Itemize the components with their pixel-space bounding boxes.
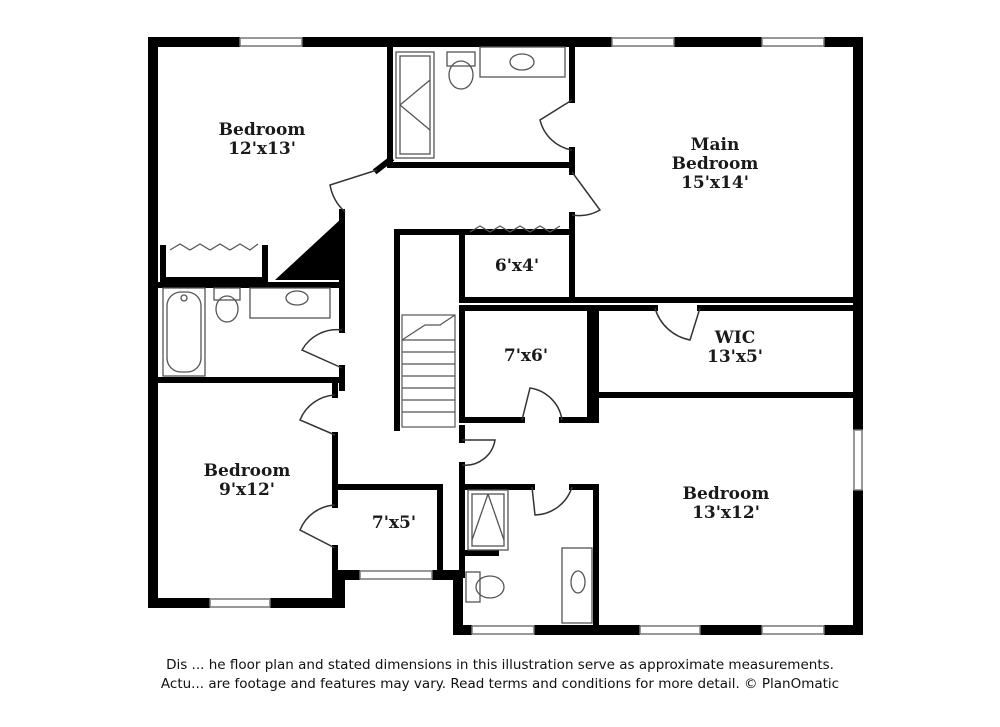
toilet xyxy=(213,287,241,301)
fixtures xyxy=(162,46,593,624)
toilet xyxy=(446,51,476,67)
doors xyxy=(299,99,701,549)
disclaimer: Dis ... he floor plan and stated dimensi… xyxy=(0,656,1000,694)
room-label-room-7x5: 7'x5' xyxy=(372,513,416,533)
bifold-door xyxy=(469,225,561,233)
room-label-closet-6x4: 6'x4' xyxy=(495,256,539,276)
room-label-bedroom-se-size: 13'x12' xyxy=(692,503,760,523)
room-label-bedroom-nw-size: 12'x13' xyxy=(228,139,296,159)
window xyxy=(639,624,701,636)
window xyxy=(471,624,535,636)
room-label-bedroom-se-name: Bedroom xyxy=(683,484,770,504)
room-label-main-bedroom-line1: Main xyxy=(691,135,740,155)
room-label-wic-size: 13'x5' xyxy=(707,347,763,367)
windows xyxy=(209,36,864,636)
bifold-door xyxy=(169,243,259,251)
door[interactable] xyxy=(539,99,573,151)
room-label-main-bedroom-size: 15'x14' xyxy=(681,173,749,193)
window xyxy=(761,36,825,48)
shower xyxy=(395,51,435,159)
window xyxy=(209,597,271,609)
window xyxy=(359,569,433,581)
disclaimer-line-1: Dis ... he floor plan and stated dimensi… xyxy=(166,657,834,673)
window xyxy=(611,36,675,48)
window xyxy=(239,36,303,48)
door[interactable] xyxy=(571,171,602,217)
closet-triangle xyxy=(275,218,342,280)
door[interactable] xyxy=(531,486,573,516)
room-label-bedroom-nw-name: Bedroom xyxy=(219,120,306,140)
sink xyxy=(249,287,331,319)
bathtub xyxy=(162,287,206,377)
room-label-main-bedroom-line2: Bedroom xyxy=(672,154,759,174)
door[interactable] xyxy=(299,504,336,549)
sink xyxy=(479,46,566,78)
door[interactable] xyxy=(300,328,343,369)
room-label-bedroom-sw-name: Bedroom xyxy=(204,461,291,481)
disclaimer-line-2: Actu... are footage and features may var… xyxy=(160,676,840,692)
door[interactable] xyxy=(299,394,336,436)
door[interactable] xyxy=(461,439,496,466)
door[interactable] xyxy=(654,307,701,341)
window xyxy=(852,429,864,491)
room-labels: Bedroom 12'x13' Main Bedroom 15'x14' 6'x… xyxy=(204,120,770,533)
shower xyxy=(467,489,509,551)
toilet xyxy=(465,571,481,603)
stairs xyxy=(401,314,456,428)
window xyxy=(761,624,825,636)
sink xyxy=(561,547,593,624)
room-label-room-7x6: 7'x6' xyxy=(504,346,548,366)
room-label-bedroom-sw-size: 9'x12' xyxy=(219,480,275,500)
bifold-doors xyxy=(169,225,561,251)
door[interactable] xyxy=(521,387,563,421)
door[interactable] xyxy=(329,169,378,213)
room-label-wic-name: WIC xyxy=(714,328,756,348)
